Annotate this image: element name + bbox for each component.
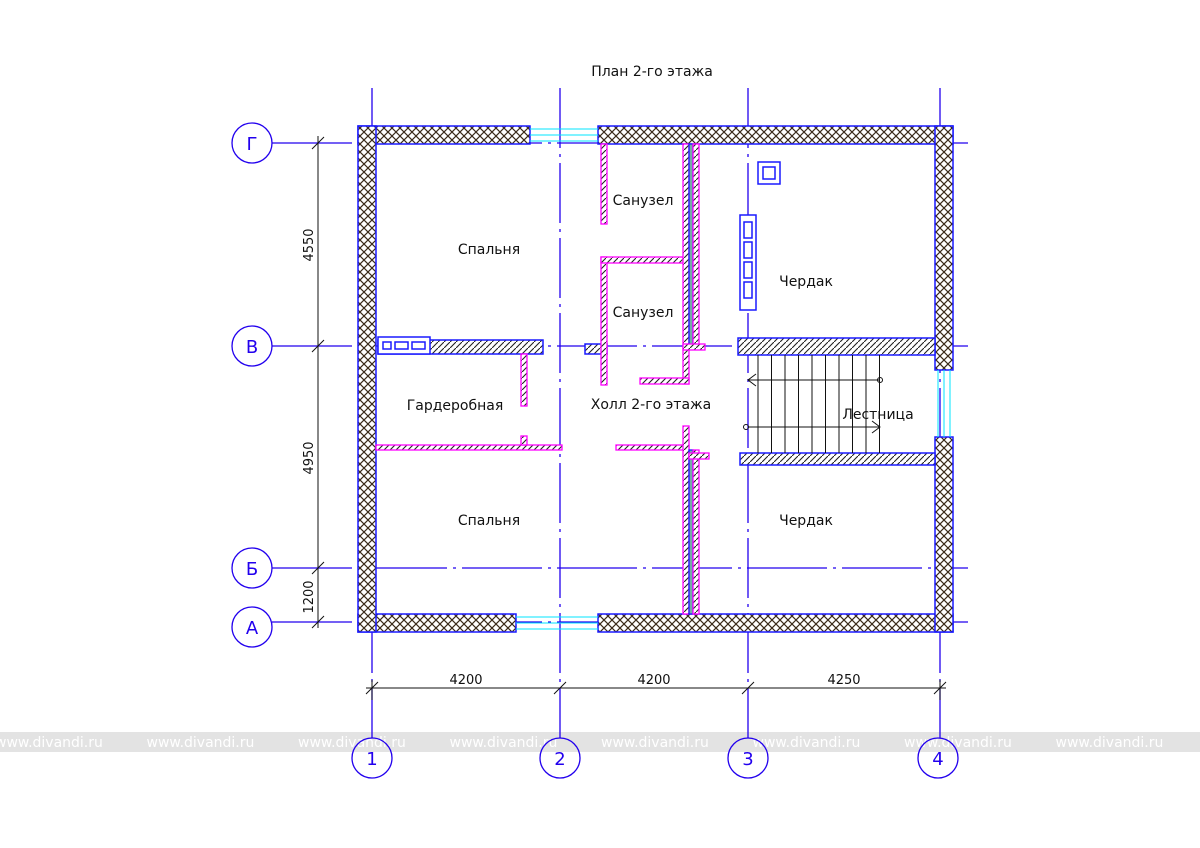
room-label-wardrobe: Гардеробная bbox=[407, 398, 504, 414]
axis-label-1: 1 bbox=[366, 749, 377, 770]
dimension-4550: 4550 bbox=[302, 228, 317, 261]
axis-label-g: Г bbox=[247, 134, 258, 155]
watermark-text: www.divandi.ru bbox=[0, 735, 103, 751]
column-axis-markers: 1 2 3 4 bbox=[351, 737, 959, 779]
watermark-text: www.divandi.ru bbox=[450, 735, 558, 751]
watermark-band bbox=[0, 732, 1200, 752]
dimension-4250: 4250 bbox=[827, 673, 860, 688]
windows bbox=[516, 128, 951, 630]
dimension-lines bbox=[311, 136, 947, 700]
room-labels: Спальня Санузел Чердак Санузел Гардеробн… bbox=[407, 193, 914, 529]
axis-label-v: В bbox=[246, 337, 258, 358]
axis-label-3: 3 bbox=[742, 749, 753, 770]
axis-label-a: А bbox=[246, 618, 259, 639]
watermark-text: www.divandi.ru bbox=[753, 735, 861, 751]
room-label-bedroom-bottom: Спальня bbox=[458, 513, 520, 529]
room-label-bathroom-1: Санузел bbox=[613, 193, 674, 209]
watermark: www.divandi.ru www.divandi.ru www.divandi.… bbox=[0, 735, 1163, 751]
room-label-hall: Холл 2-го этажа bbox=[591, 397, 711, 413]
plan-title: План 2-го этажа bbox=[591, 64, 713, 80]
room-label-bathroom-2: Санузел bbox=[613, 305, 674, 321]
watermark-text: www.divandi.ru bbox=[601, 735, 709, 751]
row-axis-markers: Г В Б А bbox=[231, 122, 273, 648]
dimension-4200-a: 4200 bbox=[449, 673, 482, 688]
axis-label-2: 2 bbox=[554, 749, 565, 770]
room-label-attic-bottom: Чердак bbox=[779, 513, 833, 529]
axis-label-b: Б bbox=[246, 559, 258, 580]
axis-label-4: 4 bbox=[932, 749, 943, 770]
room-label-attic-top: Чердак bbox=[779, 274, 833, 290]
dimension-4200-b: 4200 bbox=[637, 673, 670, 688]
watermark-text: www.divandi.ru bbox=[147, 735, 255, 751]
watermark-text: www.divandi.ru bbox=[1056, 735, 1164, 751]
room-label-stairs: Лестница bbox=[842, 407, 913, 423]
outer-walls bbox=[357, 125, 954, 633]
partitions bbox=[375, 143, 710, 615]
dimension-1200: 1200 bbox=[302, 580, 317, 613]
dimension-4950: 4950 bbox=[302, 441, 317, 474]
room-label-bedroom-top: Спальня bbox=[458, 242, 520, 258]
interior-walls bbox=[377, 161, 936, 466]
staircase bbox=[743, 355, 883, 453]
